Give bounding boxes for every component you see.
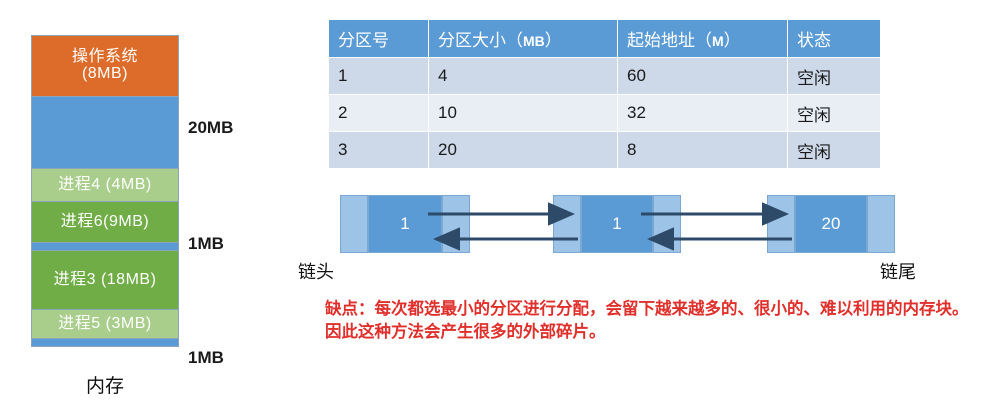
memory-size-label-1mb-upper: 1MB [188, 234, 224, 253]
memory-size-label-1mb-lower: 1MB [188, 348, 224, 367]
memory-block-process4: 进程4 (4MB) [31, 168, 179, 202]
cell-partition-id: 3 [328, 131, 429, 169]
memory-diagram: 操作系统 (8MB) 进程4 (4MB) 进程6(9MB) 进程3 (18MB)… [0, 0, 300, 410]
list-tail-label: 链尾 [880, 262, 916, 282]
list-node-1-prev-pointer [340, 195, 368, 253]
table-header-status: 状态 [787, 19, 881, 58]
table-header-partition-size: 分区大小（MB） [428, 19, 618, 58]
table-header-partition-size-tail: ） [544, 31, 562, 50]
memory-block-free-20mb [31, 96, 179, 169]
memory-block-process4-label: 进程4 (4MB) [58, 175, 152, 193]
memory-block-process3-label: 进程3 (18MB) [53, 270, 157, 288]
cell-partition-size: 4 [428, 57, 618, 95]
table-header-row: 分区号 分区大小（MB） 起始地址（M） 状态 [328, 19, 881, 58]
table-header-start-address-unit: M [712, 33, 724, 49]
list-node-1-value-text: 1 [400, 214, 410, 233]
memory-block-os: 操作系统 (8MB) [31, 35, 179, 97]
list-node-3: 20 [767, 195, 895, 253]
cell-partition-size: 20 [428, 131, 618, 169]
list-node-3-value-text: 20 [821, 214, 841, 233]
cell-status: 空闲 [787, 131, 881, 169]
table-header-partition-id: 分区号 [328, 19, 429, 58]
table-row: 1 4 60 空闲 [328, 57, 881, 95]
table-header-partition-size-unit: MB [523, 33, 545, 49]
table-header-start-address-main: 起始地址（ [627, 31, 712, 50]
table-header-start-address-tail: ） [723, 31, 741, 50]
list-node-1-next-pointer [442, 195, 470, 253]
memory-block-process5: 进程5 (3MB) [31, 309, 179, 339]
list-node-3-next-pointer [867, 195, 895, 253]
memory-block-process6: 进程6(9MB) [31, 201, 179, 243]
memory-block-process6-label: 进程6(9MB) [60, 212, 150, 230]
memory-column: 操作系统 (8MB) 进程4 (4MB) 进程6(9MB) 进程3 (18MB)… [31, 35, 179, 347]
memory-diagram-caption: 内存 [85, 376, 124, 397]
list-node-1: 1 [340, 195, 470, 253]
cell-status: 空闲 [787, 94, 881, 132]
table-header-start-address: 起始地址（M） [617, 19, 788, 58]
memory-block-process3: 进程3 (18MB) [31, 250, 179, 310]
list-node-2: 1 [553, 195, 681, 253]
list-node-1-value: 1 [368, 195, 442, 253]
table-header-partition-size-main: 分区大小（ [438, 31, 523, 50]
memory-block-free-1mb-lower [31, 338, 179, 347]
list-node-3-value: 20 [795, 195, 867, 253]
cell-start-address: 8 [617, 131, 788, 169]
cell-partition-size: 10 [428, 94, 618, 132]
cell-start-address: 32 [617, 94, 788, 132]
cell-partition-id: 1 [328, 57, 429, 95]
cell-partition-id: 2 [328, 94, 429, 132]
list-node-2-value: 1 [581, 195, 653, 253]
partition-table: 分区号 分区大小（MB） 起始地址（M） 状态 1 4 60 空闲 2 10 3… [328, 19, 881, 169]
table-row: 2 10 32 空闲 [328, 94, 881, 132]
list-node-2-value-text: 1 [612, 214, 622, 233]
list-node-2-prev-pointer [553, 195, 581, 253]
memory-block-os-label: 操作系统 (8MB) [71, 48, 138, 82]
cell-status: 空闲 [787, 57, 881, 95]
cell-start-address: 60 [617, 57, 788, 95]
list-node-2-next-pointer [653, 195, 681, 253]
table-row: 3 20 8 空闲 [328, 131, 881, 169]
memory-size-label-20mb: 20MB [188, 118, 234, 137]
list-head-label: 链头 [298, 262, 334, 282]
list-node-3-prev-pointer [767, 195, 795, 253]
memory-block-process5-label: 进程5 (3MB) [58, 314, 152, 332]
drawback-note: 缺点：每次都选最小的分区进行分配，会留下越来越多的、很小的、难以利用的内存块。因… [325, 299, 969, 342]
